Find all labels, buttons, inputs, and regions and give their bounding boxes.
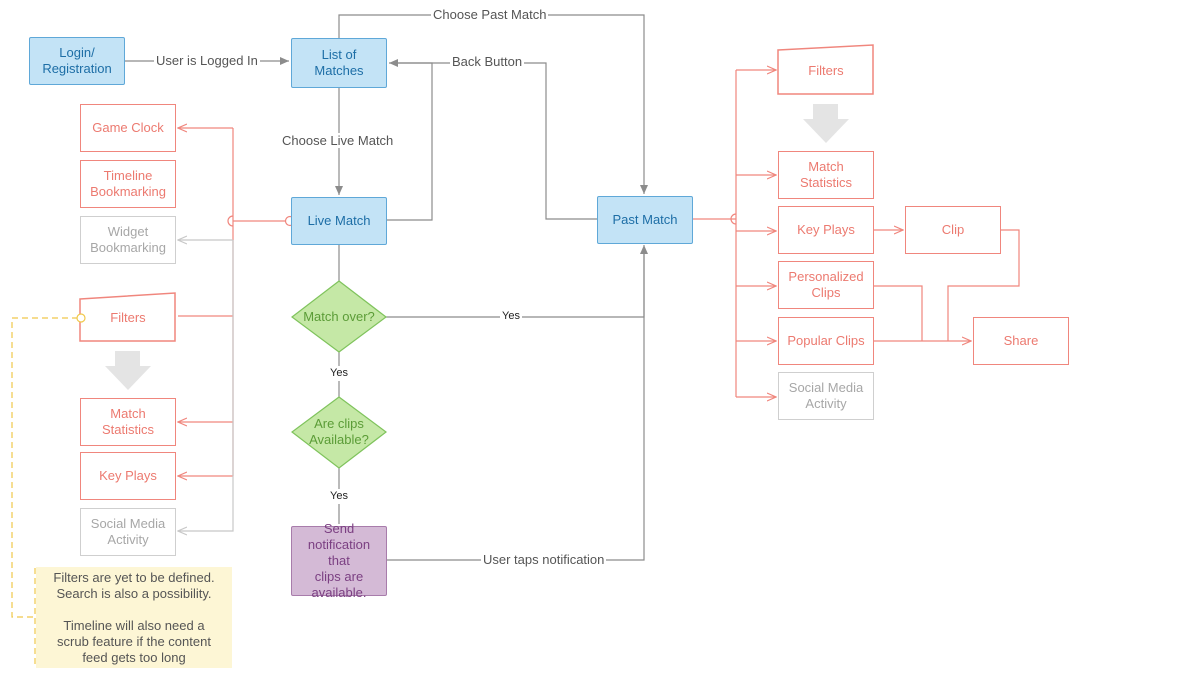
live-match-node[interactable]: Live Match	[291, 197, 387, 245]
main-flow-connectors	[125, 14, 648, 561]
send-notification-node[interactable]: Send notification that clips are availab…	[291, 521, 387, 600]
edge-label-choose-live-match: Choose Live Match	[280, 133, 396, 148]
left-key-plays-node[interactable]: Key Plays	[80, 452, 176, 500]
left-game-clock-node[interactable]: Game Clock	[80, 104, 176, 152]
right-social-media-node[interactable]: Social Media Activity	[778, 372, 874, 420]
edge-past-back-to-list	[389, 59, 597, 220]
clips-available-label: Are clips Available?	[309, 416, 369, 447]
right-filters-node[interactable]: Filters	[808, 63, 844, 78]
login-registration-node[interactable]: Login/ Registration	[29, 37, 125, 85]
right-popular-clips-node[interactable]: Popular Clips	[778, 317, 874, 365]
left-widget-bookmarking-node[interactable]: Widget Bookmarking	[80, 216, 176, 264]
left-feature-connectors	[178, 128, 296, 531]
past-match-node[interactable]: Past Match	[597, 196, 693, 244]
right-match-statistics-node[interactable]: Match Statistics	[778, 151, 874, 199]
right-key-plays-node[interactable]: Key Plays	[778, 206, 874, 254]
edge-label-yes-clips: Yes	[328, 489, 350, 504]
right-filter-down-arrow	[803, 104, 849, 143]
edge-label-back-button: Back Button	[450, 54, 525, 69]
left-filters-shape	[79, 292, 176, 342]
filters-note-dot	[76, 313, 86, 323]
edge-label-yes-to-past: Yes	[500, 309, 522, 324]
right-clip-node[interactable]: Clip	[905, 206, 1001, 254]
clips-available-diamond	[291, 396, 387, 469]
match-over-label: Match over?	[303, 309, 375, 324]
edge-label-choose-past-match: Choose Past Match	[431, 7, 549, 22]
left-filter-down-arrow	[105, 351, 151, 390]
left-timeline-bookmarking-node[interactable]: Timeline Bookmarking	[80, 160, 176, 208]
edge-clip-to-share	[947, 229, 1020, 341]
right-share-node[interactable]: Share	[973, 317, 1069, 365]
left-filters-node[interactable]: Filters	[110, 310, 146, 325]
edge-label-yes-match-over: Yes	[328, 366, 350, 381]
left-match-statistics-node[interactable]: Match Statistics	[80, 398, 176, 446]
edge-personalized-to-share	[874, 285, 923, 341]
right-personalized-clips-node[interactable]: Personalized Clips	[778, 261, 874, 309]
match-over-diamond	[291, 280, 387, 353]
edge-matchover-to-past	[386, 245, 648, 318]
right-feature-connectors	[693, 70, 1020, 397]
edge-label-user-taps-notification: User taps notification	[481, 552, 607, 567]
right-filters-shape	[777, 44, 874, 95]
edge-live-back-to-list	[387, 62, 433, 221]
filters-note: Filters are yet to be defined. Search is…	[36, 567, 232, 668]
note-connector	[11, 317, 78, 618]
edge-notify-to-past	[387, 247, 645, 561]
left-social-media-node[interactable]: Social Media Activity	[80, 508, 176, 556]
list-of-matches-node[interactable]: List of Matches	[291, 38, 387, 88]
edge-label-user-logged-in: User is Logged In	[154, 53, 260, 68]
